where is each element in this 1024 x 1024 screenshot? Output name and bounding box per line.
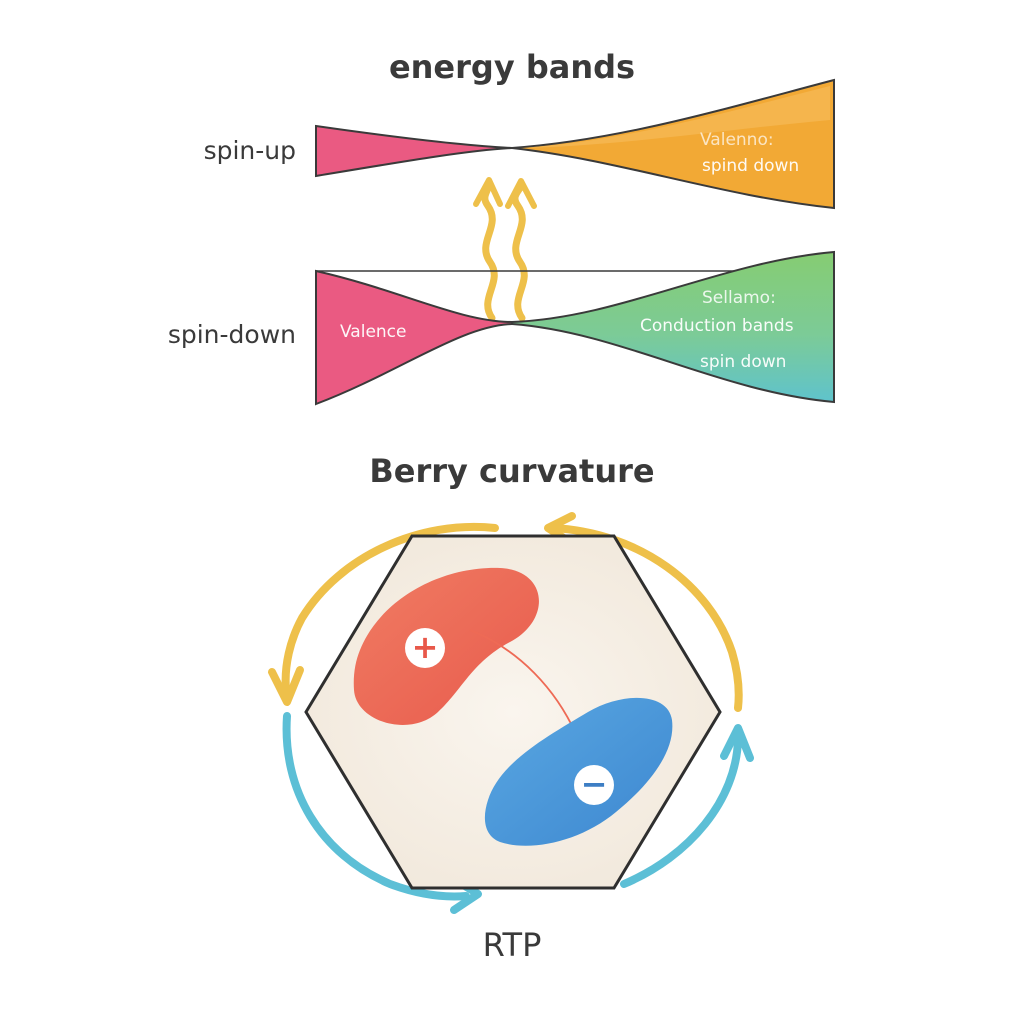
cyan-arrowhead-right (720, 724, 754, 762)
lower-energy-band (315, 250, 835, 406)
negative-curvature-blob (484, 697, 673, 846)
curvature-flow-line (469, 629, 577, 735)
rtp-caption: RTP (482, 926, 542, 964)
yellow-arc-top-left (281, 523, 499, 694)
minus-symbol: − (580, 765, 608, 803)
lower-band-right-conduction (511, 250, 835, 404)
berry-curvature-title: Berry curvature (369, 452, 655, 490)
upper-energy-band (315, 78, 835, 210)
wavy-arrow-right (511, 184, 528, 322)
cyan-arc-bottom-left (282, 712, 470, 901)
wavy-arrow-left-head (473, 177, 503, 207)
lower-right-text-2: Conduction bands (640, 316, 794, 336)
upper-band-text-2: spind down (702, 156, 800, 176)
plus-badge (405, 628, 445, 668)
minus-badge (574, 765, 614, 805)
excitation-arrows (473, 177, 537, 322)
spin-up-label: spin-up (203, 136, 296, 165)
upper-band-text-1: Valenno: (700, 130, 774, 150)
lower-right-text-1: Sellamo: (702, 288, 776, 308)
yellow-arrowhead-left (268, 666, 304, 706)
energy-bands-title: energy bands (388, 48, 636, 86)
wavy-arrow-left (481, 184, 498, 322)
positive-curvature-blob (353, 567, 539, 725)
cyan-arc-bottom-right (620, 736, 742, 888)
spin-down-label: spin-down (167, 320, 296, 349)
lower-left-text: Valence (340, 322, 407, 342)
upper-band-left-pink (315, 124, 513, 178)
upper-band-highlight (520, 86, 830, 148)
berry-curvature-diagram (268, 512, 754, 914)
plus-symbol: + (411, 628, 439, 666)
wavy-arrow-right-head (505, 178, 537, 209)
lower-right-text-3: spin down (700, 352, 787, 372)
